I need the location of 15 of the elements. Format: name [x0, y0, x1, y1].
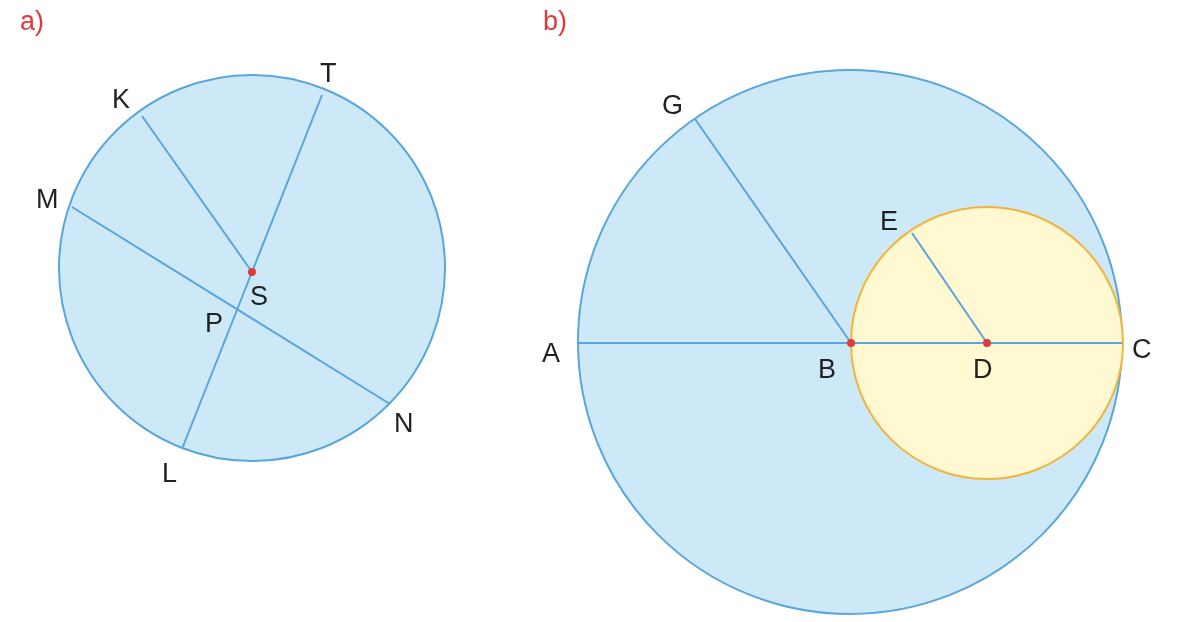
point-label: G — [662, 92, 683, 119]
point-label: M — [36, 186, 59, 213]
point-label: E — [880, 208, 898, 235]
point-label: P — [205, 310, 223, 337]
point-label: S — [250, 283, 268, 310]
point-label: B — [818, 356, 836, 383]
point-label: K — [112, 86, 130, 113]
point-label: T — [320, 60, 337, 87]
point-label: L — [162, 460, 178, 487]
panel-label: a) — [20, 8, 44, 35]
panel-label: b) — [543, 8, 567, 35]
point-label: A — [542, 340, 560, 367]
point-label: D — [973, 356, 993, 383]
point-label: C — [1132, 336, 1152, 363]
point-label: N — [394, 410, 414, 437]
